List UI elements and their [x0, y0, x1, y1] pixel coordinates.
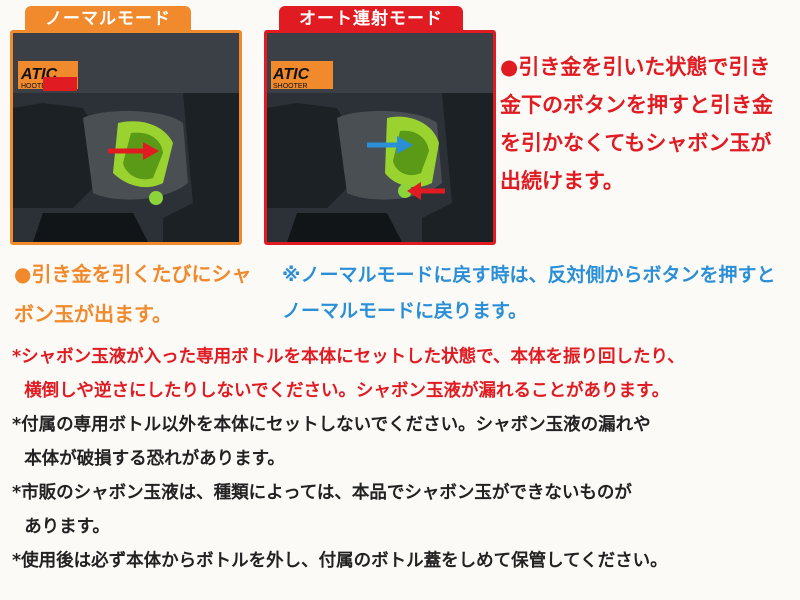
auto-gun-logo-bottom: SHOOTER: [273, 83, 308, 90]
auto-mode-panel: オート連射モード ATIC SHOOTER: [264, 6, 496, 245]
normal-desc-bullet: ●: [14, 262, 32, 286]
auto-gun-logo-top: ATIC: [272, 66, 310, 83]
auto-mode-photo: ATIC SHOOTER: [267, 33, 493, 242]
caution-note: *使用後は必ず本体からボトルを外し、付属のボトル蓋をしめて保管してください。: [12, 551, 668, 571]
auto-desc-text: 引き金を引いた状態で引き金下のボタンを押すと引き金を引かなくてもシャボン玉が出続…: [500, 55, 773, 193]
normal-mode-panel: ノーマルモード ATIC HOOTER: [10, 6, 242, 245]
caution-note: *付属の専用ボトル以外を本体にセットしないでください。シャボン玉液の漏れや 本体…: [12, 415, 651, 469]
normal-mode-description: ●引き金を引くたびにシャボン玉が出ます。: [14, 254, 259, 334]
normal-desc-text: 引き金を引くたびにシャボン玉が出ます。: [14, 262, 252, 326]
normal-gun-logo-bottom: HOOTER: [21, 83, 51, 90]
auto-mode-description: ●引き金を引いた状態で引き金下のボタンを押すと引き金を引かなくてもシャボン玉が出…: [500, 48, 790, 200]
caution-notes: *シャボン玉液が入った専用ボトルを本体にセットした状態で、本体を振り回したり、 …: [12, 340, 792, 578]
return-to-normal-note: ※ノーマルモードに戻す時は、反対側からボタンを押すとノーマルモードに戻ります。: [282, 264, 776, 322]
normal-mode-photo: ATIC HOOTER: [13, 33, 239, 242]
caution-note: *市販のシャボン玉液は、種類によっては、本品でシャボン玉ができないものが ありま…: [12, 483, 632, 537]
caution-note: *シャボン玉液が入った専用ボトルを本体にセットした状態で、本体を振り回したり、 …: [12, 347, 685, 401]
normal-mode-tab-label: ノーマルモード: [25, 6, 191, 32]
auto-mode-tab-label: オート連射モード: [279, 6, 463, 32]
auto-desc-bullet: ●: [500, 55, 519, 79]
